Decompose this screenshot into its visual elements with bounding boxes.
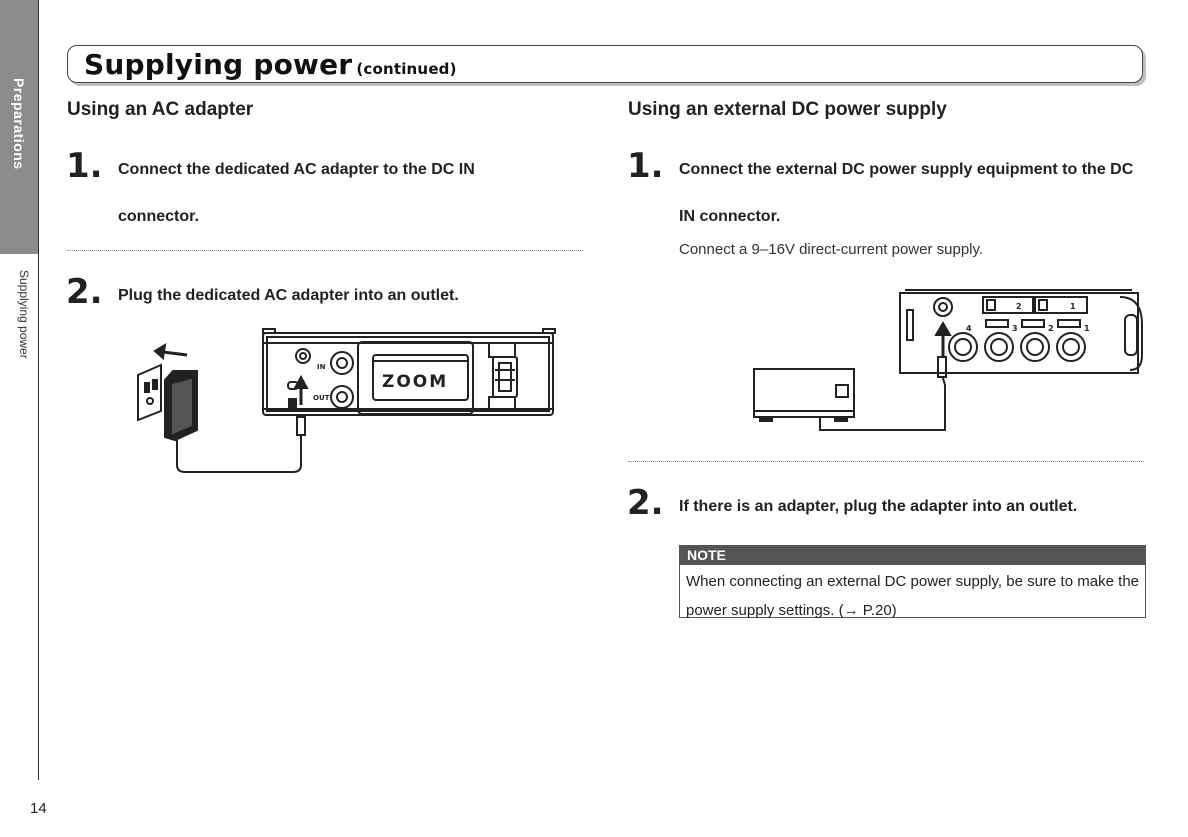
- left-section-heading: Using an AC adapter: [67, 99, 254, 120]
- left-step-2-text: Plug the dedicated AC adapter into an ou…: [118, 287, 459, 304]
- ac-in-label: IN: [317, 363, 326, 371]
- title-bar: Supplying power(continued): [67, 45, 1143, 83]
- page-title-main: Supplying power: [84, 48, 353, 81]
- page-number: 14: [30, 800, 47, 817]
- left-step-1-number: 1.: [66, 146, 103, 186]
- ac-adapter-illustration: IN OUT ZOOM: [137, 328, 556, 473]
- sd-slot-1-label: 1: [1070, 302, 1076, 311]
- right-divider: [628, 461, 1144, 462]
- right-step-2-text: If there is an adapter, plug the adapter…: [679, 498, 1078, 515]
- right-step-1-sub: Connect a 9–16V direct-current power sup…: [679, 241, 984, 258]
- ch1-label: 1: [1084, 324, 1090, 333]
- right-step-1-number: 1.: [627, 146, 664, 186]
- right-step-2-number: 2.: [627, 483, 664, 523]
- sidebar-divider: [38, 0, 39, 780]
- zoom-logo: ZOOM: [382, 372, 448, 392]
- right-step-1-text: Connect the external DC power supply equ…: [679, 161, 1134, 225]
- note-text: When connecting an external DC power sup…: [686, 573, 1139, 619]
- ch2-label: 2: [1048, 324, 1054, 333]
- note-label: NOTE: [680, 546, 1145, 565]
- dc-supply-illustration: 2 1 4 3 2 1: [753, 289, 1143, 431]
- note-box: NOTE When connecting an external DC powe…: [679, 545, 1146, 619]
- left-step-2-number: 2.: [66, 272, 103, 312]
- sidebar-tab-label-wrap: Preparations: [0, 0, 38, 254]
- page-title: Supplying power(continued): [84, 48, 457, 81]
- sidebar-tab-label: Preparations: [11, 78, 27, 170]
- sidebar-tab: [0, 0, 38, 254]
- sd-slot-2-label: 2: [1016, 302, 1022, 311]
- ch3-label: 3: [1012, 324, 1018, 333]
- ch4-label: 4: [966, 324, 972, 333]
- right-section-heading: Using an external DC power supply: [628, 99, 947, 120]
- left-step-1-text: Connect the dedicated AC adapter to the …: [118, 161, 475, 225]
- page-title-sub: (continued): [356, 60, 457, 78]
- left-divider: [67, 250, 583, 251]
- ac-out-label: OUT: [313, 394, 330, 402]
- sidebar-sub-label: Supplying power: [17, 270, 31, 359]
